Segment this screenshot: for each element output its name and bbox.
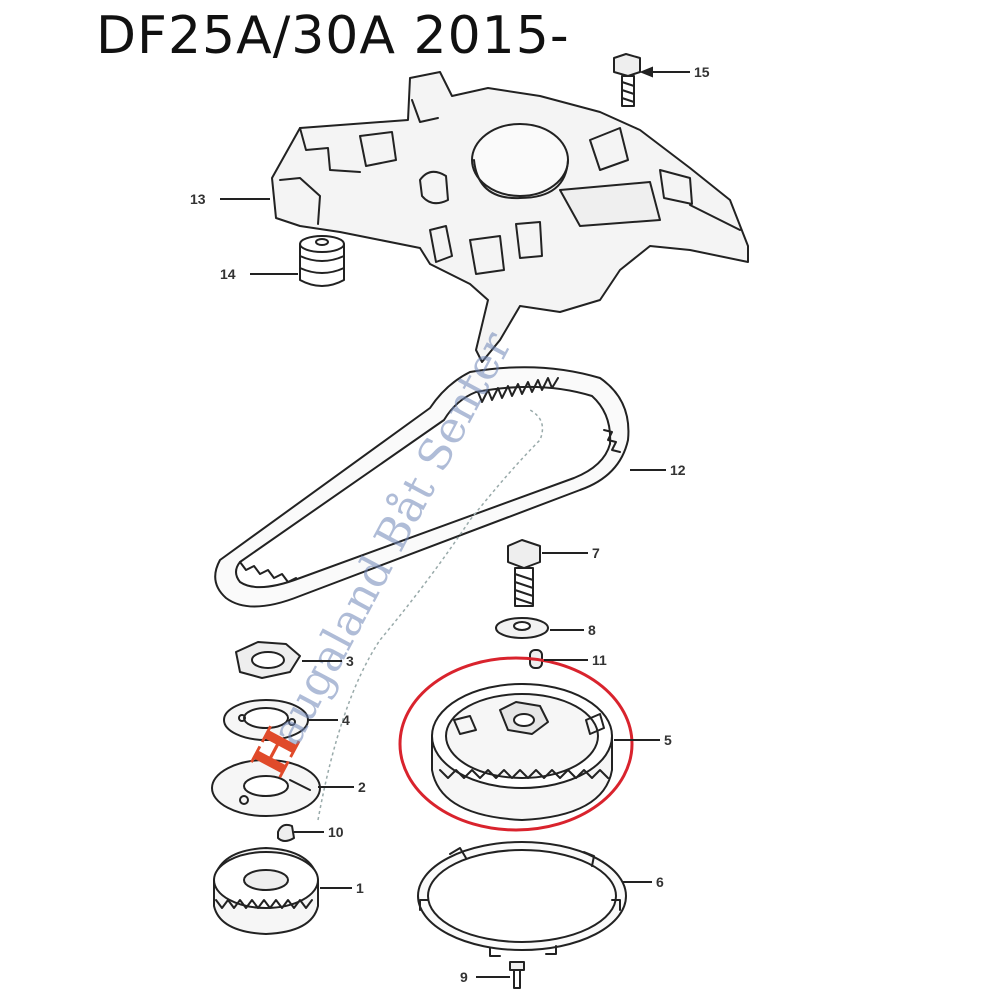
callout-8: 8 [550,622,596,638]
nut-part [235,641,301,679]
callout-2: 2 [318,779,366,795]
callout-15: 15 [639,64,710,80]
cover-bolt-part [613,53,641,107]
grommet-part [299,235,345,287]
svg-text:8: 8 [588,622,596,638]
svg-text:10: 10 [328,824,344,840]
callout-11: 11 [544,652,607,668]
svg-text:1: 1 [356,880,364,896]
diagram-title: DF25A/30A 2015- [96,6,570,66]
callout-5: 5 [614,732,672,748]
callout-12: 12 [630,462,686,478]
callout-7: 7 [542,545,600,561]
svg-text:13: 13 [190,191,206,207]
svg-text:14: 14 [220,266,236,282]
svg-text:9: 9 [460,969,468,985]
svg-text:15: 15 [694,64,710,80]
watermark-chain [317,409,544,821]
svg-text:5: 5 [664,732,672,748]
svg-text:7: 7 [592,545,600,561]
belt-cover-part [271,71,749,363]
pulley-ring-part [417,841,627,957]
svg-text:2: 2 [358,779,366,795]
callout-13: 13 [190,191,270,207]
svg-text:11: 11 [592,652,607,668]
callout-6: 6 [622,874,664,890]
bolt-part [507,539,541,607]
svg-text:6: 6 [656,874,664,890]
pulley-plate-part [211,759,321,817]
washer-part [495,617,549,639]
highlight-circle [398,656,634,832]
callout-9: 9 [460,969,510,985]
callout-1: 1 [320,880,364,896]
svg-text:3: 3 [346,653,354,669]
key-part [277,823,295,842]
crankshaft-pulley-part [213,847,319,935]
callout-3: 3 [302,653,354,669]
camshaft-pulley-part [431,683,613,821]
svg-text:4: 4 [342,712,350,728]
callout-14: 14 [220,266,298,282]
washer-plate-part [223,699,309,741]
svg-text:12: 12 [670,462,686,478]
callout-4: 4 [308,712,350,728]
timing-belt-part [214,366,630,608]
callout-10: 10 [294,824,344,840]
screw-part [509,961,525,989]
